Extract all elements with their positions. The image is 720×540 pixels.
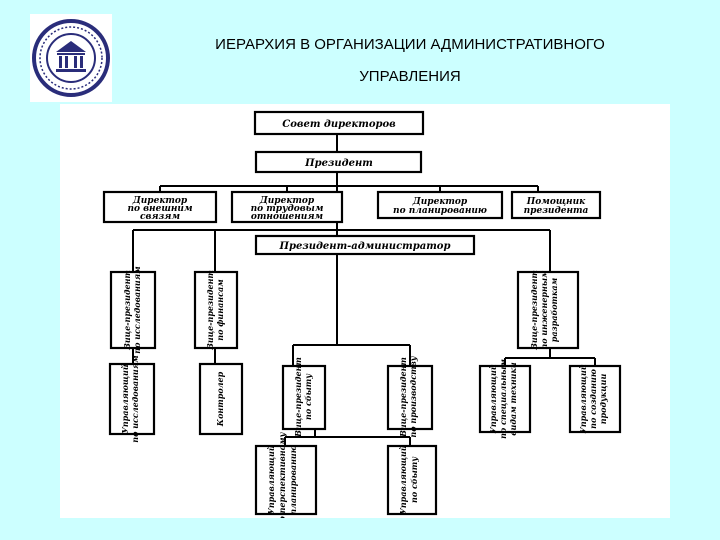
- manager-sales-line2: по сбыту: [409, 456, 419, 503]
- manager-sales-line1: Управляющий: [398, 445, 408, 514]
- director-external-line2: по внешним: [127, 204, 193, 214]
- manager-special-line3: видам техники: [508, 362, 518, 436]
- vp-engineering-line1: Вице-президент: [529, 270, 539, 351]
- vp-production-line2: по производству: [408, 355, 418, 437]
- manager-planning-line3: планированию: [288, 445, 298, 515]
- vp-engineering-line2: по инженерным: [539, 270, 549, 350]
- vp-engineering-box: Вице-президент по инженерным разработкам: [516, 270, 580, 351]
- director-labor-relations-box: Директор по трудовым отношениям: [230, 190, 344, 224]
- administrative-president-label: Президент-администратор: [279, 241, 451, 252]
- board-of-directors-box: Совет директоров: [253, 110, 425, 136]
- director-external-line3: связям: [140, 212, 180, 222]
- administrative-president-box: Президент-администратор: [254, 234, 476, 256]
- director-external-line1: Директор: [132, 196, 188, 206]
- manager-research-box: Управляющий по исследованиям: [108, 355, 156, 443]
- building-icon: [56, 41, 86, 72]
- vp-production-box: Вице-президент по производству: [386, 355, 434, 438]
- university-logo: [30, 14, 112, 102]
- logo-laurel-ring: [39, 26, 103, 90]
- vp-finance-box: Вице-президент по финансам: [193, 270, 239, 351]
- president-box: Президент: [254, 150, 423, 174]
- vp-finance-line2: по финансам: [215, 279, 225, 341]
- assistant-line2: президента: [524, 206, 589, 216]
- board-label: Совет директоров: [282, 119, 396, 130]
- logo-outer-ring: [32, 19, 110, 97]
- vp-research-box: Вице-президент по исследованиям: [109, 266, 157, 354]
- director-planning-line1: Директор: [412, 197, 468, 207]
- logo-background: [30, 14, 112, 102]
- manager-research-line1: Управляющий: [120, 364, 130, 433]
- manager-sales-box: Управляющий по сбыту: [386, 444, 438, 516]
- vp-sales-line1: Вице-президент: [293, 357, 303, 438]
- vp-finance-line1: Вице-президент: [205, 270, 215, 351]
- slide-title-line2: УПРАВЛЕНИЯ: [359, 68, 461, 85]
- vp-production-line1: Вице-президент: [398, 357, 408, 438]
- director-labor-line2: по трудовым: [251, 204, 324, 214]
- vp-research-line2: по исследованиям: [132, 266, 142, 354]
- logo-inner-ring: [46, 33, 96, 83]
- director-labor-line1: Директор: [259, 196, 315, 206]
- assistant-line1: Помощник: [526, 197, 586, 207]
- manager-special-line2: по специальным: [498, 359, 508, 439]
- director-external-relations-box: Директор по внешним связям: [102, 190, 218, 224]
- manager-product-line1: Управляющий: [578, 364, 588, 433]
- controller-box: Контролер: [198, 362, 244, 436]
- president-label: Президент: [304, 158, 373, 169]
- director-labor-line3: отношениям: [251, 212, 324, 222]
- vp-sales-box: Вице-президент по сбыту: [281, 357, 327, 438]
- slide-title-line1: ИЕРАРХИЯ В ОРГАНИЗАЦИИ АДМИНИСТРАТИВНОГО: [215, 36, 605, 53]
- manager-planning-line1: Управляющий: [266, 445, 276, 514]
- manager-research-line2: по исследованиям: [130, 355, 140, 443]
- assistant-to-president-box: Помощник президента: [510, 190, 602, 220]
- manager-planning-line2: по перспективному: [277, 431, 287, 518]
- manager-long-term-planning-box: Управляющий по перспективному планирован…: [254, 431, 318, 518]
- director-planning-box: Директор по планированию: [376, 190, 504, 220]
- manager-product-line3: продукции: [598, 374, 608, 425]
- manager-special-line1: Управляющий: [488, 364, 498, 433]
- org-chart: Совет директоров Президент Директор по в…: [60, 104, 670, 518]
- manager-product-line2: по созданию: [588, 369, 598, 429]
- manager-product-creation-box: Управляющий по созданию продукции: [568, 364, 622, 434]
- director-planning-line2: по планированию: [393, 206, 487, 216]
- manager-special-equipment-box: Управляющий по специальным видам техники: [478, 359, 532, 439]
- controller-label: Контролер: [215, 371, 225, 427]
- vp-research-line1: Вице-президент: [122, 270, 132, 351]
- vp-engineering-line3: разработкам: [549, 277, 559, 342]
- vp-sales-line2: по сбыту: [303, 373, 313, 420]
